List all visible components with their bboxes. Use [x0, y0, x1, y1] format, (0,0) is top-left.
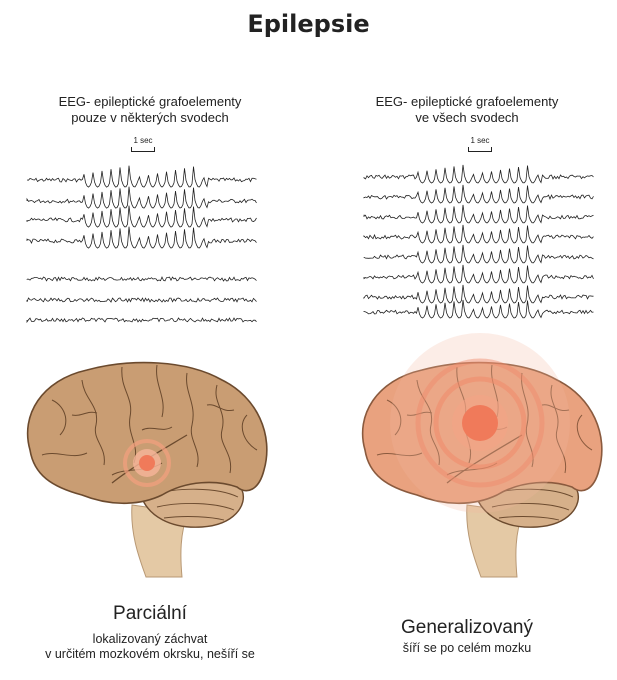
right-eeg-trace	[363, 164, 594, 184]
right-caption-line1: šíří se po celém mozku	[402, 641, 532, 655]
left-eeg-trace	[26, 226, 257, 249]
right-eeg-trace	[363, 264, 594, 284]
left-eeg-trace	[26, 276, 257, 282]
left-eeg-traces	[26, 165, 257, 324]
right-eeg-trace	[363, 284, 594, 304]
left-scale-label: 1 sec	[133, 136, 153, 145]
left-eeg-trace	[26, 165, 257, 188]
right-caption-title: Generalizovaný	[400, 617, 534, 638]
left-eeg-trace	[26, 317, 257, 324]
right-eeg-heading-line2: ve všech svodech	[415, 110, 519, 125]
left-eeg-trace	[26, 205, 257, 228]
left-eeg-heading: EEG- epileptické grafoelementy pouze v n…	[20, 94, 280, 126]
right-scale-bar	[468, 147, 492, 152]
left-caption-line2: v určitém mozkovém okrsku, nešíří se	[45, 647, 255, 661]
page-title: Epilepsie	[247, 10, 370, 38]
left-cerebrum	[26, 361, 268, 505]
right-eeg-trace	[363, 244, 594, 264]
right-eeg-trace	[363, 224, 594, 244]
left-caption-line1: lokalizovaný záchvat	[92, 632, 208, 646]
right-eeg-heading-line1: EEG- epileptické grafoelementy	[375, 94, 559, 109]
right-scale-label: 1 sec	[470, 136, 490, 145]
left-eeg-heading-line1: EEG- epileptické grafoelementy	[58, 94, 242, 109]
left-eeg-heading-line2: pouze v některých svodech	[71, 110, 229, 125]
left-scale-bar	[131, 147, 155, 152]
right-eeg-heading: EEG- epileptické grafoelementy ve všech …	[337, 94, 597, 126]
left-brain-illustration	[26, 361, 268, 578]
left-eeg-trace	[26, 186, 257, 209]
right-seizure-spread	[390, 333, 570, 513]
right-eeg-traces	[363, 164, 594, 319]
left-seizure-focus	[123, 439, 171, 487]
right-eeg-trace	[363, 184, 594, 204]
right-caption-sub: šíří se po celém mozku	[337, 641, 597, 656]
left-caption-title: Parciální	[113, 603, 187, 624]
right-eeg-trace	[363, 299, 594, 319]
left-eeg-trace	[26, 297, 257, 303]
left-caption-sub: lokalizovaný záchvat v určitém mozkovém …	[10, 632, 290, 662]
right-eeg-trace	[363, 204, 594, 224]
right-brain-illustration	[361, 333, 603, 578]
